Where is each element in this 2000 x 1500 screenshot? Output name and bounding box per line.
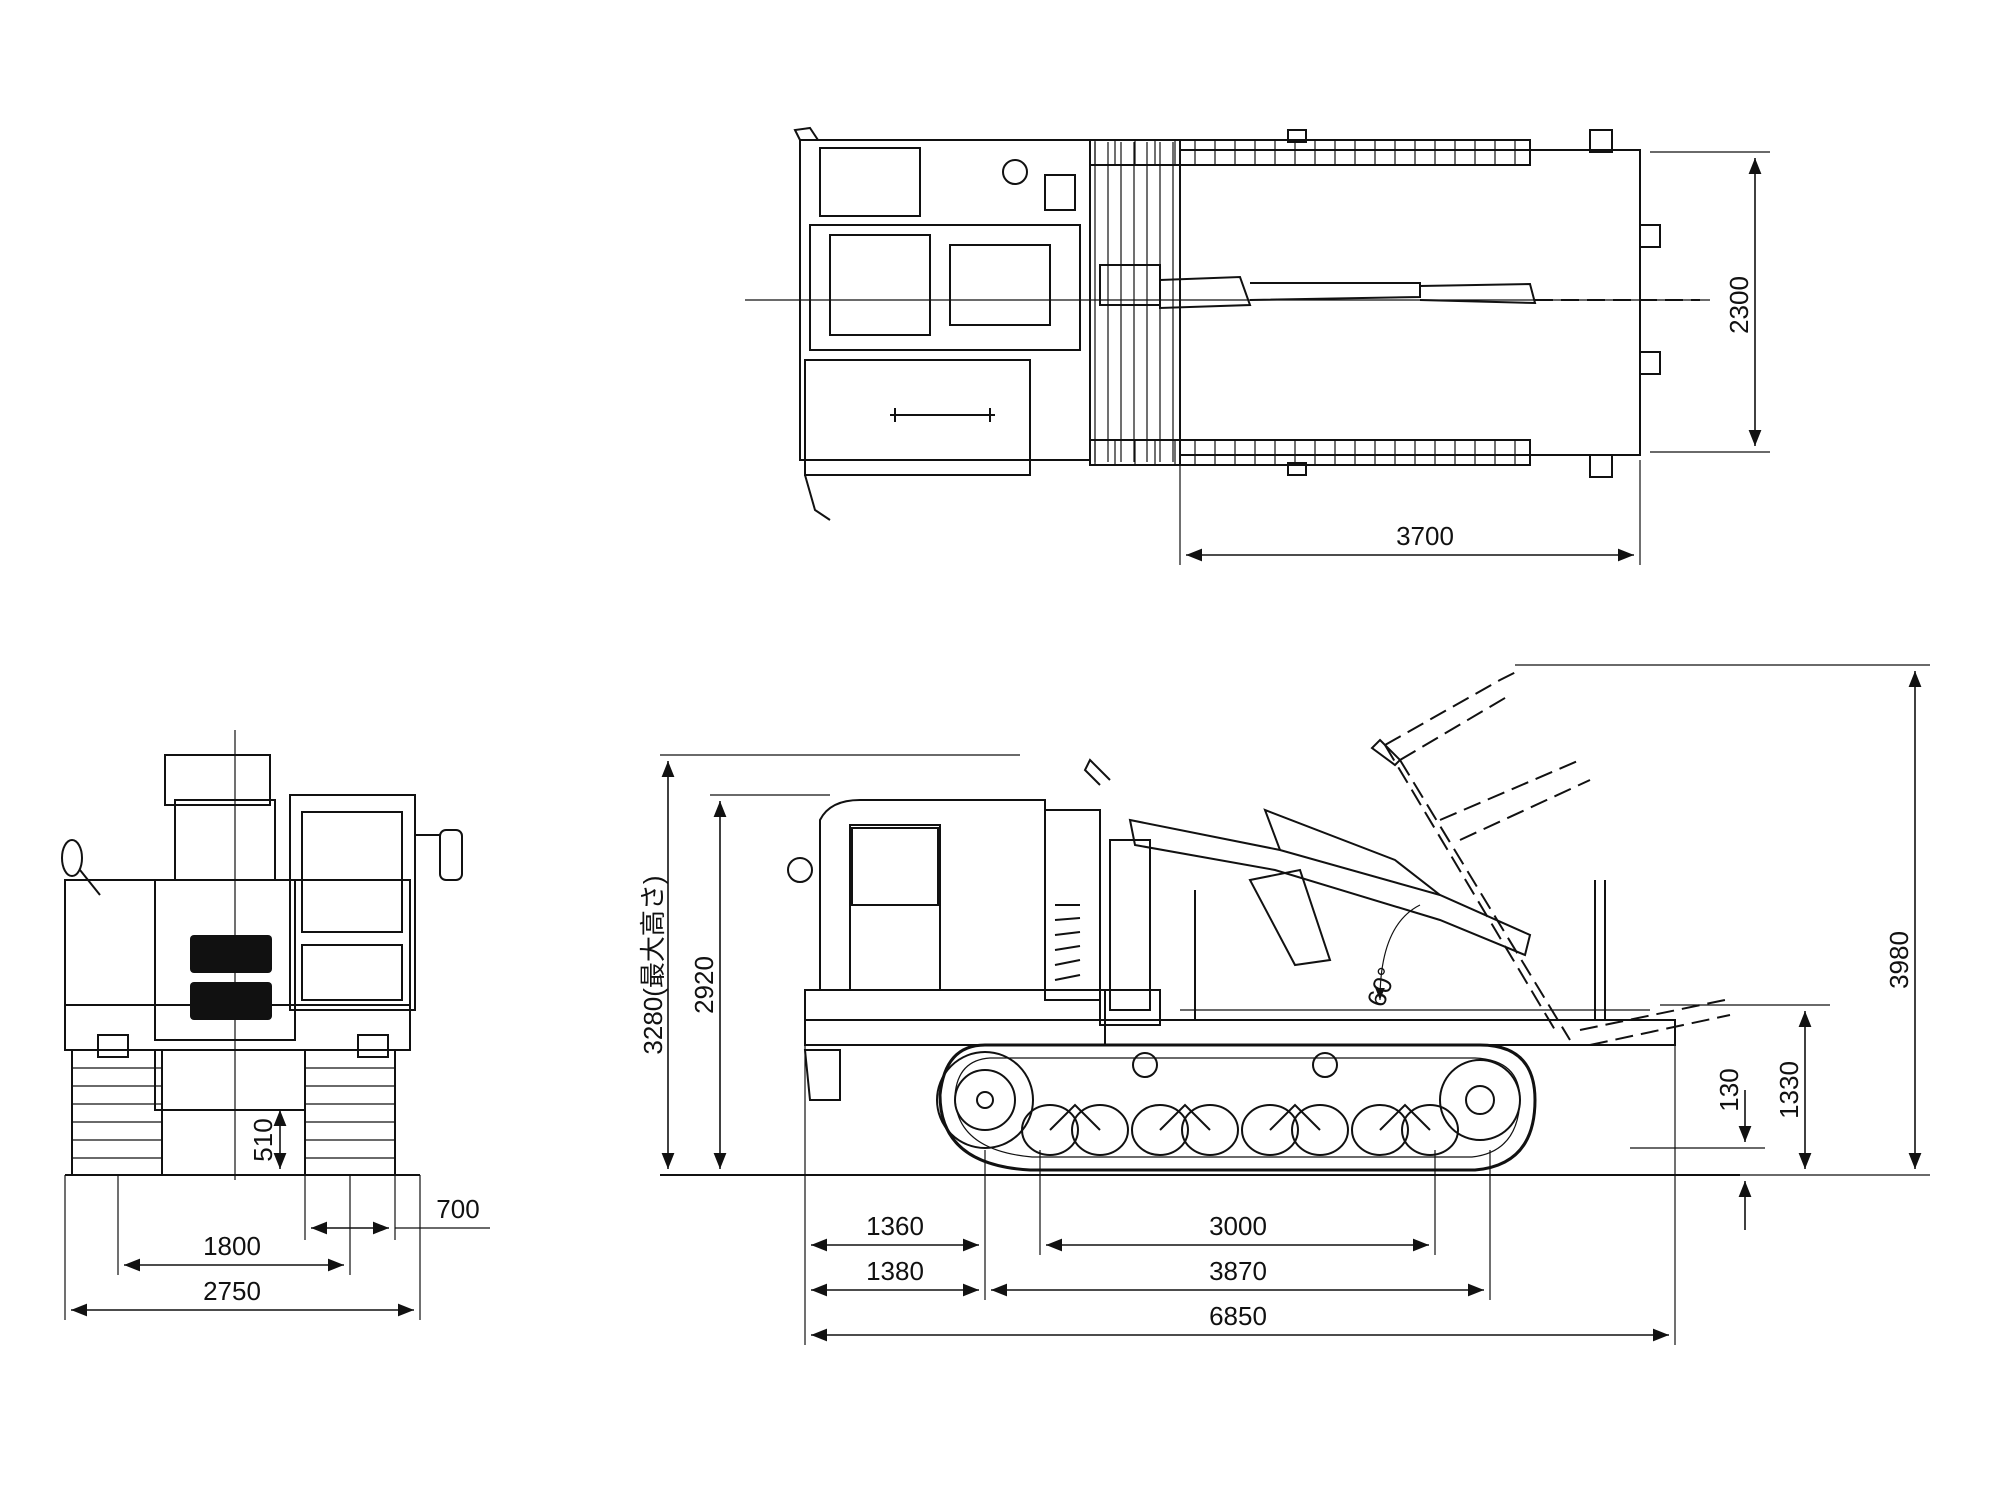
dim-top-width: 2300: [1724, 276, 1754, 334]
side-mirror: [1083, 758, 1111, 786]
dim-side-cab-height: 2920: [689, 956, 719, 1014]
side-angle-label: 60°: [1361, 963, 1403, 1010]
side-light: [787, 857, 813, 883]
top-track-lower-links: [1094, 440, 1516, 465]
front-mirror-arm: [79, 869, 101, 896]
top-cap-icon: [1002, 159, 1028, 185]
dim-side-rear-overhang: 1380: [866, 1256, 924, 1286]
top-track-lower: [1089, 439, 1531, 466]
side-engine-vents: [1054, 904, 1081, 981]
side-sprocket-hub: [954, 1069, 1016, 1131]
side-step: [803, 1049, 841, 1101]
top-body: [799, 139, 1091, 461]
top-track-upper: [1089, 139, 1531, 166]
side-deck: [804, 1019, 1676, 1046]
top-crane-base: [1099, 264, 1161, 306]
top-mirror: [793, 126, 819, 141]
front-grille-bottom: [190, 982, 272, 1020]
front-track-left-grousers: [72, 1067, 162, 1159]
dim-front-track-width: 700: [436, 1194, 479, 1224]
side-roller: [1132, 1052, 1158, 1078]
front-crane-head: [164, 754, 271, 806]
dim-front-gauge: 1800: [203, 1231, 261, 1261]
top-lug: [1639, 224, 1661, 248]
front-light-left: [97, 1034, 129, 1058]
dim-side-track-length: 3870: [1209, 1256, 1267, 1286]
side-idler: [1439, 1059, 1521, 1141]
front-crane-body: [174, 799, 276, 881]
front-track-left: [71, 1049, 163, 1176]
top-seat: [949, 244, 1051, 326]
dim-side-front-overhang: 1360: [866, 1211, 924, 1241]
side-bogie-wheels: [1021, 1103, 1459, 1156]
front-grille-top: [190, 935, 272, 973]
top-cab: [809, 224, 1081, 351]
side-boom-raised: [1384, 669, 1521, 746]
side-cab-door: [849, 824, 941, 991]
front-view: 510 700 1800 2750: [61, 730, 490, 1320]
side-view: 60° 3280(最大高さ) 2920 3980 1330 130 1360 3…: [638, 664, 1930, 1345]
side-boom-stowed: [1128, 818, 1532, 957]
top-boom-2: [1249, 282, 1421, 301]
dim-side-total-height: 3280(最大高さ): [638, 875, 668, 1054]
top-view: 2300 3700: [745, 126, 1770, 565]
side-angle-arc: [1375, 904, 1421, 1001]
front-track-right: [304, 1049, 396, 1176]
top-panel: [819, 147, 921, 217]
side-track-inner: [954, 1057, 1521, 1158]
top-lug: [1287, 462, 1307, 476]
front-center-guard: [154, 1049, 306, 1111]
front-cab: [289, 794, 416, 1011]
front-track-right-grousers: [305, 1067, 395, 1159]
top-filler: [1044, 174, 1076, 211]
front-mirror-right: [439, 829, 463, 881]
side-cab-window: [851, 827, 939, 906]
dim-top-length: 3700: [1396, 521, 1454, 551]
top-cab-window: [829, 234, 931, 336]
side-boom-knuckle: [1263, 808, 1441, 896]
side-roller: [1312, 1052, 1338, 1078]
top-lug: [1589, 454, 1613, 478]
side-crane-column: [1109, 839, 1151, 1011]
top-boom-3: [1419, 282, 1537, 305]
top-lug: [1287, 129, 1307, 143]
side-crane-base: [1099, 989, 1161, 1026]
top-boom-1: [1159, 275, 1252, 310]
top-mirror: [804, 474, 831, 521]
front-mirror-left: [61, 839, 83, 877]
side-sprocket: [936, 1051, 1034, 1149]
top-frame-slats: [1089, 139, 1181, 466]
side-engine-housing: [1044, 809, 1101, 1001]
side-lower-body: [804, 989, 1106, 1046]
side-cab: [819, 799, 1046, 991]
dim-side-boom-height: 3980: [1884, 931, 1914, 989]
top-lug: [1589, 129, 1613, 153]
dim-side-clearance: 130: [1714, 1068, 1744, 1111]
dim-side-tumbler: 3000: [1209, 1211, 1267, 1241]
top-track-upper-links: [1094, 140, 1516, 165]
dim-front-clearance: 510: [248, 1118, 278, 1161]
top-engine-cover: [804, 359, 1031, 476]
dim-side-total-length: 6850: [1209, 1301, 1267, 1331]
front-light-right: [357, 1034, 389, 1058]
top-lug: [1639, 351, 1661, 375]
front-cab-lower: [301, 944, 403, 1001]
side-boom-tip: [1370, 738, 1402, 767]
dim-front-total-width: 2750: [203, 1276, 261, 1306]
side-boom-arm: [1248, 868, 1332, 967]
dim-side-deck-height: 1330: [1774, 1061, 1804, 1119]
front-cab-window: [301, 811, 403, 933]
